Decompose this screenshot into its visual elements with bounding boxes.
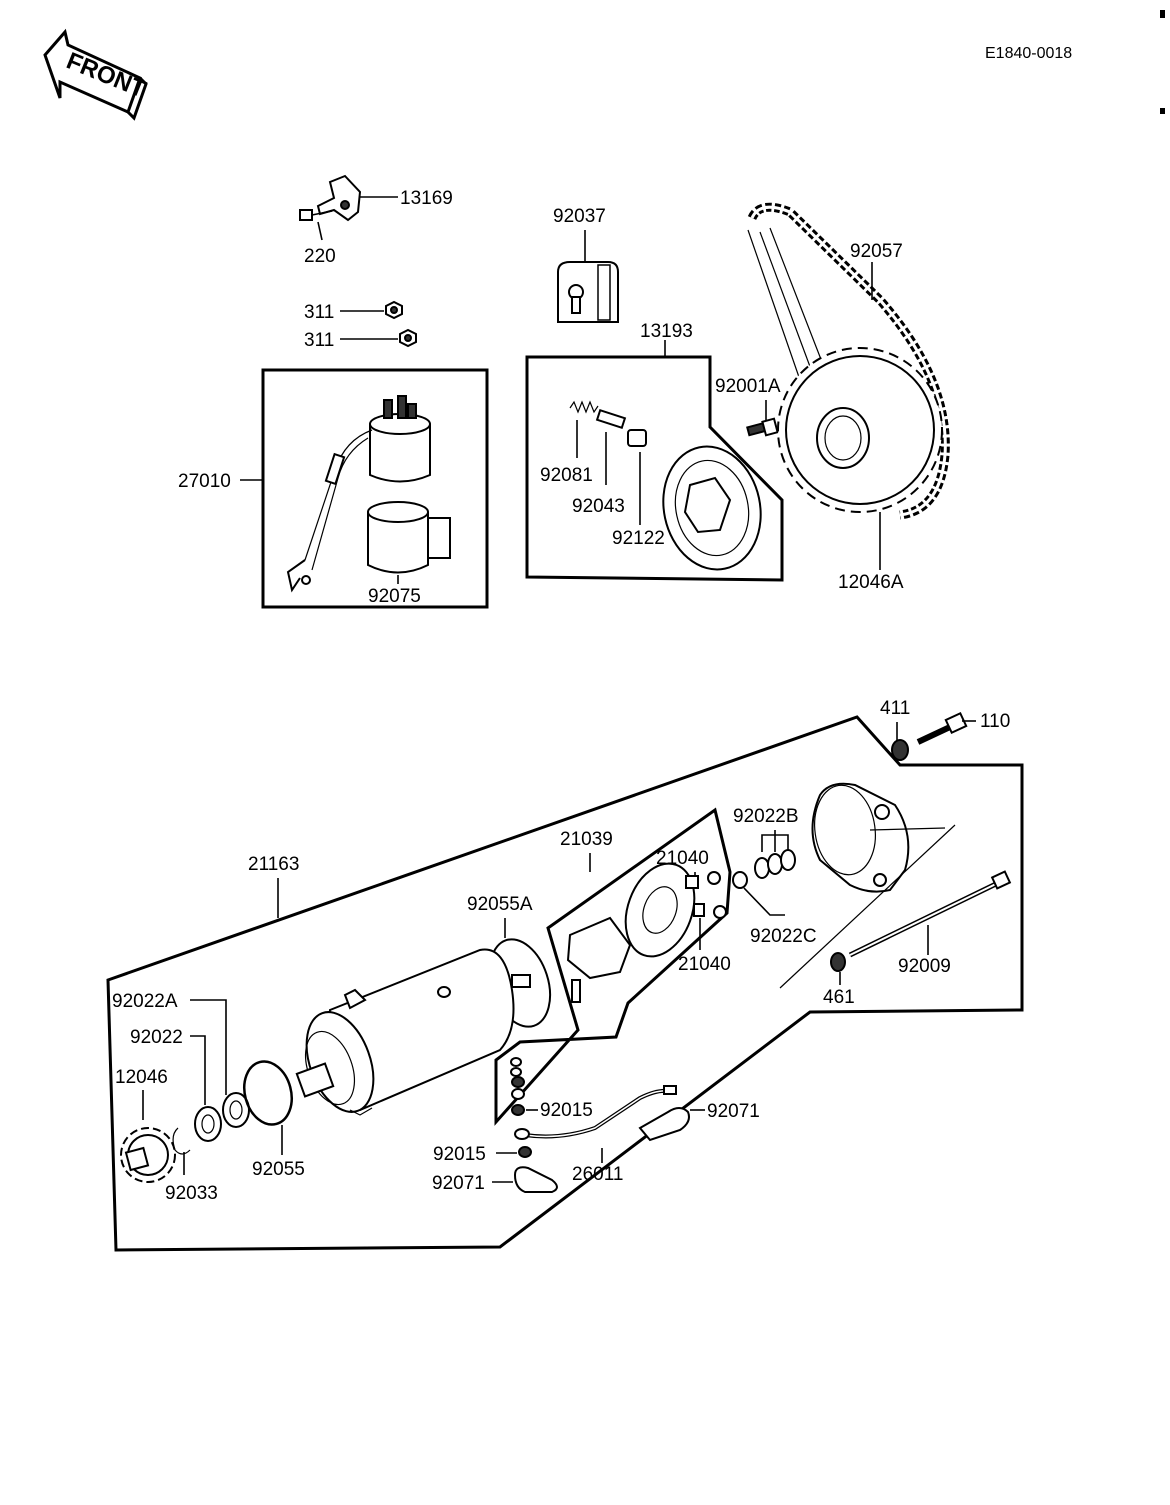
diagram-code: E1840-0018	[985, 45, 1072, 62]
front-arrow-icon: FRONT	[43, 28, 150, 121]
label-92055: 92055	[252, 1159, 305, 1180]
starter-relay-box	[261, 368, 489, 609]
roller-92122	[627, 429, 647, 447]
label-92001A: 92001A	[715, 376, 781, 397]
pinion-gear-12046	[120, 1127, 176, 1183]
washer-411	[891, 739, 909, 761]
brush-plate-21039	[566, 862, 696, 1003]
bolt-220	[299, 209, 333, 241]
washer-92022	[194, 1106, 222, 1142]
through-bolt-92009	[848, 870, 1012, 958]
starter-chain-92057	[747, 202, 950, 520]
edge-mark	[1160, 108, 1165, 114]
label-21040-lower: 21040	[678, 954, 731, 975]
label-92015-lower: 92015	[433, 1144, 486, 1165]
label-461: 461	[823, 987, 855, 1008]
label-92071-left: 92071	[432, 1173, 485, 1194]
label-220: 220	[304, 246, 336, 267]
washers-92022B	[754, 849, 796, 879]
label-12046: 12046	[115, 1067, 168, 1088]
spring-92081	[569, 400, 599, 414]
terminal-nut-stack-92015	[510, 1057, 525, 1116]
bolt-110	[916, 711, 976, 745]
starter-relay	[286, 395, 431, 593]
label-92081: 92081	[540, 465, 593, 486]
label-92055A: 92055A	[467, 894, 533, 915]
nut-92015-lower	[518, 1146, 532, 1158]
label-92022B: 92022B	[733, 806, 799, 827]
label-411: 411	[880, 698, 910, 719]
label-12046A: 12046A	[838, 572, 904, 593]
lead-wire-26011	[514, 1085, 677, 1140]
o-ring-92055	[243, 1060, 293, 1126]
label-92037: 92037	[553, 206, 606, 227]
brush-21040-lower	[693, 903, 727, 919]
cap-92071-right	[638, 1107, 690, 1142]
starter-clutch-box	[525, 355, 784, 582]
label-92022A: 92022A	[112, 991, 178, 1012]
label-92015-upper: 92015	[540, 1100, 593, 1121]
label-311-upper: 311	[304, 302, 334, 323]
label-92075: 92075	[368, 586, 421, 607]
label-92022: 92022	[130, 1027, 183, 1048]
label-27010: 27010	[178, 471, 231, 492]
label-110: 110	[980, 711, 1010, 732]
label-21163: 21163	[248, 854, 299, 875]
label-26011: 26011	[572, 1164, 623, 1185]
sprocket-12046A	[777, 347, 943, 513]
label-92057: 92057	[850, 241, 903, 262]
label-92033: 92033	[165, 1183, 218, 1204]
edge-mark	[1160, 10, 1165, 18]
label-92043: 92043	[572, 496, 625, 517]
label-13193: 13193	[640, 321, 693, 342]
label-13169: 13169	[400, 188, 453, 209]
washer-92022C	[732, 871, 748, 889]
bolt-92001A	[746, 417, 779, 437]
pin-92043	[595, 408, 627, 430]
label-21040-upper: 21040	[656, 848, 709, 869]
washer-461	[830, 952, 846, 972]
cap-92071-left	[513, 1166, 558, 1193]
brush-21040-upper	[685, 871, 721, 889]
starter-end-cover	[779, 782, 956, 989]
holder-92037	[557, 261, 619, 323]
starter-motor-assembly-box	[106, 715, 1024, 1252]
label-92022C: 92022C	[750, 926, 817, 947]
bracket-13169	[316, 174, 398, 222]
nut-311-lower	[399, 328, 417, 348]
label-92071-right: 92071	[707, 1101, 760, 1122]
label-311-lower: 311	[304, 330, 334, 351]
label-21039: 21039	[560, 829, 613, 850]
nut-311-upper	[385, 300, 403, 320]
clutch-housing	[662, 445, 762, 571]
relay-cover-92075	[367, 501, 451, 584]
circlip-92033	[172, 1127, 191, 1155]
washer-92022A	[222, 1092, 250, 1128]
starter-motor-body	[295, 948, 531, 1116]
label-92009: 92009	[898, 956, 951, 977]
label-92122: 92122	[612, 528, 665, 549]
